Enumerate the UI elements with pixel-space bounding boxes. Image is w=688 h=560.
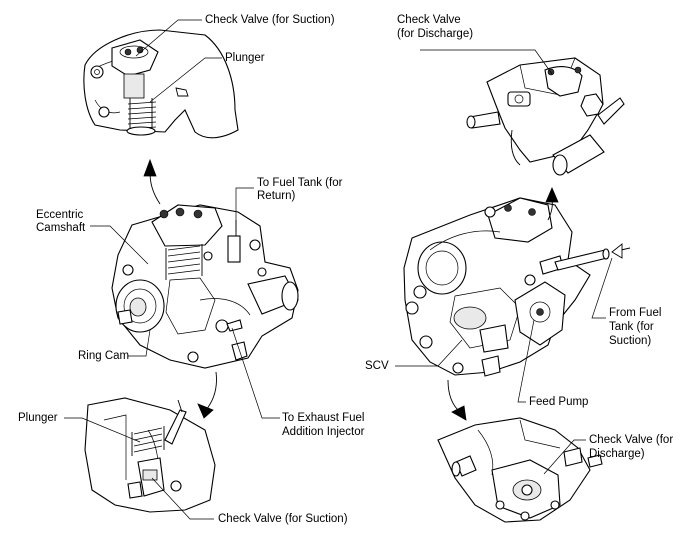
label-check-valve-suction-bottom: Check Valve (for Suction) [218,513,348,525]
label-check-valve-discharge-bottom-line2: Discharge) [589,448,645,460]
label-to-fuel-tank-line2: Return) [257,190,296,202]
label-from-fuel-tank-line2: Tank (for [609,321,654,333]
label-plunger-top: Plunger [225,52,265,64]
label-eccentric: Eccentric [36,209,84,221]
label-feed-pump: Feed Pump [529,396,589,408]
arrow-right-down [447,379,467,421]
pump-right [403,197,610,377]
label-camshaft: Camshaft [36,222,86,234]
label-check-valve-discharge-top-line2: (for Discharge) [397,28,474,40]
label-plunger-bottom: Plunger [18,412,58,424]
arrow-suction-in [611,243,631,259]
inset-discharge-bottom [437,417,603,523]
arrow-left-down [197,371,217,419]
arrow-left-up [143,158,161,205]
inset-suction-bottom [84,397,216,513]
label-to-fuel-tank-line1: To Fuel Tank (for [257,177,343,189]
label-ring-cam: Ring Cam [78,350,130,362]
label-from-fuel-tank-line1: From Fuel [609,307,662,319]
label-check-valve-discharge-top-line1: Check Valve [397,14,461,26]
pump-left [111,204,299,369]
label-to-exhaust-line1: To Exhaust Fuel [282,412,365,424]
label-check-valve-suction-top: Check Valve (for Suction) [205,14,335,26]
label-from-fuel-tank-line3: Suction) [609,335,652,347]
label-check-valve-discharge-bottom-line1: Check Valve (for [589,434,674,446]
inset-suction-top [83,29,239,139]
inset-discharge-top [466,57,625,176]
arrow-right-up [545,186,559,221]
leader-lines [64,19,613,520]
label-scv: SCV [365,360,389,372]
label-to-exhaust-line2: Addition Injector [282,426,365,438]
